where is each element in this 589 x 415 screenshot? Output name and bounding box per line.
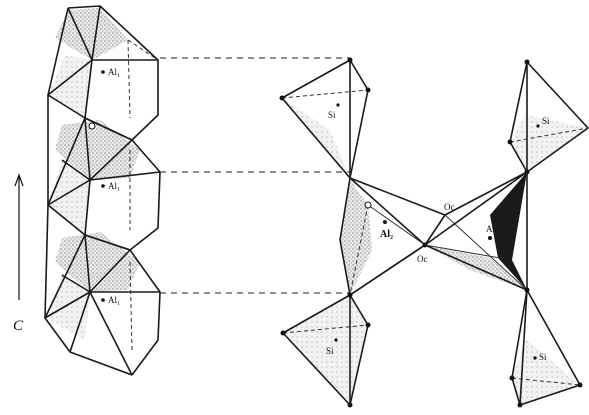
vertex-dot	[348, 293, 353, 298]
si-atom-lower-mid	[334, 338, 337, 341]
middle-polyhedra: Si Al₂ Si Oc Oc	[280, 58, 455, 408]
al2-edge	[425, 215, 445, 245]
al1-atom-bot	[101, 298, 105, 302]
al2-label-left: Al₂	[380, 229, 393, 240]
si-tetra-upper-mid	[282, 60, 368, 178]
al2-atom-left	[383, 220, 387, 224]
right-polyhedra: Si Al₂ Si	[425, 60, 588, 408]
oxygen-marker	[89, 123, 95, 129]
vertex-dot	[281, 331, 286, 336]
al1-atom-mid	[101, 184, 105, 188]
al2-label-right: Al₂	[486, 224, 498, 234]
si-label-lower-right: Si	[539, 352, 547, 362]
correlation-lines	[160, 58, 350, 293]
c-axis-label: C	[13, 318, 24, 334]
al1-label-top: Al₁	[108, 67, 120, 77]
vertex-dot	[508, 140, 513, 145]
si-atom-lower-right	[533, 356, 536, 359]
si-label-lower-mid: Si	[326, 346, 334, 356]
si-label-upper-mid: Si	[328, 110, 336, 120]
octahedral-chain: Al₁ Al₁ Al₁	[45, 6, 160, 375]
vertex-dot	[518, 403, 523, 408]
si-atom-upper-mid	[336, 103, 339, 106]
al1-label-mid: Al₁	[108, 181, 120, 191]
octahedron-3-edge	[45, 205, 48, 318]
vertex-dot	[525, 60, 530, 65]
vertex-dot	[366, 323, 371, 328]
si-label-upper-right: Si	[542, 116, 550, 126]
si-atom-upper-right	[536, 124, 539, 127]
oxygen-marker	[365, 202, 371, 208]
vertex-dot	[510, 376, 515, 381]
oc-label-lower: Oc	[417, 254, 428, 264]
vertex-dot	[578, 383, 583, 388]
al1-atom-top	[101, 70, 105, 74]
octahedron-1-hidden-edge	[128, 40, 130, 118]
vertex-dot	[348, 403, 353, 408]
vertex-dot	[525, 288, 530, 293]
vertex-dot	[280, 96, 285, 101]
al1-label-bot: Al₁	[108, 295, 120, 305]
vertex-dot	[348, 58, 353, 63]
octahedron-1-hidden-edge	[128, 40, 158, 60]
al2-atom-right	[488, 236, 492, 240]
al2-left-shaded-face	[340, 180, 372, 295]
c-axis-arrow: C	[13, 175, 24, 334]
vertex-dot	[366, 88, 371, 93]
al2-inner-edge	[368, 205, 425, 245]
